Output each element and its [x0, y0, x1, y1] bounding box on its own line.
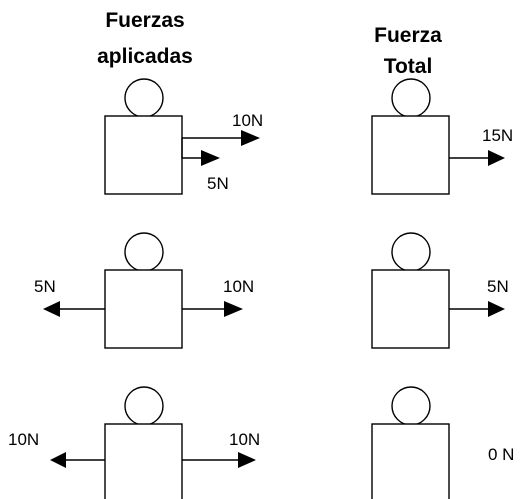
- figure-body: [371, 269, 450, 349]
- force-label: 10N: [232, 111, 263, 130]
- force-label: 5N: [34, 277, 56, 296]
- force-arrowhead: [201, 150, 220, 166]
- row-3-applied-force-1: 10N: [8, 430, 105, 468]
- applied-heading-line2: aplicadas: [97, 45, 193, 68]
- figure-head: [391, 78, 431, 118]
- force-arrow-shaft: [181, 138, 201, 159]
- force-label: 5N: [207, 174, 229, 193]
- row-2-total-figure: [371, 232, 450, 349]
- row-1-applied-figure: [104, 78, 183, 195]
- figure-head: [124, 78, 164, 118]
- force-arrowhead: [43, 301, 60, 317]
- force-label: 10N: [8, 430, 39, 449]
- row-1: 10N 5N 15N: [104, 78, 513, 195]
- force-label: 15N: [482, 126, 513, 145]
- force-label: 5N: [487, 277, 509, 296]
- row-3-applied-force-2: 10N: [182, 430, 260, 468]
- figure-body: [371, 115, 450, 195]
- force-arrowhead: [488, 150, 505, 166]
- force-label: 10N: [223, 277, 254, 296]
- row-1-total-force: 15N: [449, 126, 513, 166]
- row-2-applied-figure: [104, 232, 183, 349]
- row-2: 5N 10N 5N: [34, 232, 509, 349]
- force-arrowhead: [238, 452, 256, 468]
- figure-body: [104, 115, 183, 195]
- applied-heading-line1: Fuerzas: [105, 9, 184, 32]
- force-arrowhead: [224, 301, 243, 317]
- figure-head: [124, 386, 164, 426]
- figure-body: [104, 269, 183, 349]
- row-1-applied-force-1: 10N: [182, 111, 263, 146]
- figure-head: [124, 232, 164, 272]
- row-2-applied-force-1: 5N: [34, 277, 105, 317]
- row-3-applied-figure: [104, 386, 183, 499]
- row-3-total-force: 0 N: [488, 445, 514, 464]
- row-1-total-figure: [371, 78, 450, 195]
- figure-head: [391, 386, 431, 426]
- total-heading-line2: Total: [384, 55, 433, 78]
- force-arrowhead: [50, 452, 66, 468]
- total-heading-line1: Fuerza: [374, 24, 442, 47]
- figure-body: [371, 423, 450, 499]
- force-arrowhead: [241, 130, 260, 146]
- row-3-total-figure: [371, 386, 450, 499]
- figure-body: [104, 423, 183, 499]
- force-arrowhead: [488, 301, 505, 317]
- row-1-applied-force-2: 5N: [181, 138, 229, 193]
- force-label: 0 N: [488, 445, 514, 464]
- figure-head: [391, 232, 431, 272]
- force-label: 10N: [229, 430, 260, 449]
- row-2-total-force: 5N: [449, 277, 509, 317]
- row-3: 10N 10N 0 N: [8, 386, 514, 499]
- row-2-applied-force-2: 10N: [182, 277, 254, 317]
